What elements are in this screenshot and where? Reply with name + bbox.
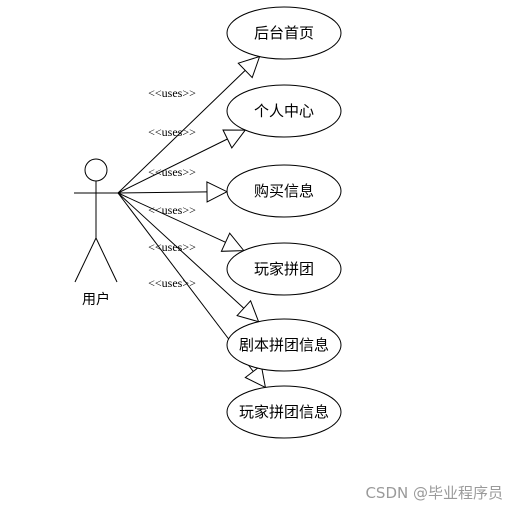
- actor-left-leg: [74, 237, 97, 283]
- use-case-ellipse: [226, 164, 342, 218]
- association-line: [117, 192, 245, 309]
- arrowhead: [237, 55, 261, 79]
- actor: [74, 158, 118, 283]
- use-case-label: 购买信息: [254, 182, 314, 200]
- association-line: [117, 138, 228, 194]
- uses-label: <<uses>>: [148, 203, 196, 217]
- use-case-ellipse: [226, 318, 342, 372]
- uses-label: <<uses>>: [148, 86, 196, 100]
- actor-right-leg: [95, 237, 118, 283]
- uses-label: <<uses>>: [148, 125, 196, 139]
- use-case-label: 后台首页: [254, 24, 314, 42]
- use-case-ellipse: [226, 6, 342, 60]
- use-case-label: 玩家拼团: [254, 260, 314, 278]
- arrowhead: [220, 232, 245, 252]
- association-line: [117, 191, 208, 194]
- relationship-labels: <<uses>> <<uses>> <<uses>> <<uses>> <<uses>>…: [148, 86, 196, 290]
- use-case-ellipse: [226, 242, 342, 296]
- watermark: CSDN @毕业程序员: [365, 484, 503, 502]
- arrowhead: [206, 181, 229, 203]
- use-case-label: 个人中心: [254, 102, 314, 120]
- uses-label: <<uses>>: [148, 165, 196, 179]
- arrowhead: [244, 364, 267, 389]
- use-case-ellipse: [226, 84, 342, 138]
- association-line: [117, 70, 246, 194]
- actor-label: 用户: [82, 291, 110, 308]
- arrowhead: [236, 299, 260, 323]
- arrowhead: [222, 129, 247, 149]
- use-case-ellipse: [226, 385, 342, 439]
- uses-label: <<uses>>: [148, 240, 196, 254]
- association-line: [117, 192, 226, 243]
- use-case-label: 剧本拼团信息: [239, 336, 329, 354]
- uses-label: <<uses>>: [148, 276, 196, 290]
- use-case-label: 玩家拼团信息: [239, 403, 329, 421]
- actor-head: [84, 158, 108, 182]
- association-lines: [117, 55, 267, 389]
